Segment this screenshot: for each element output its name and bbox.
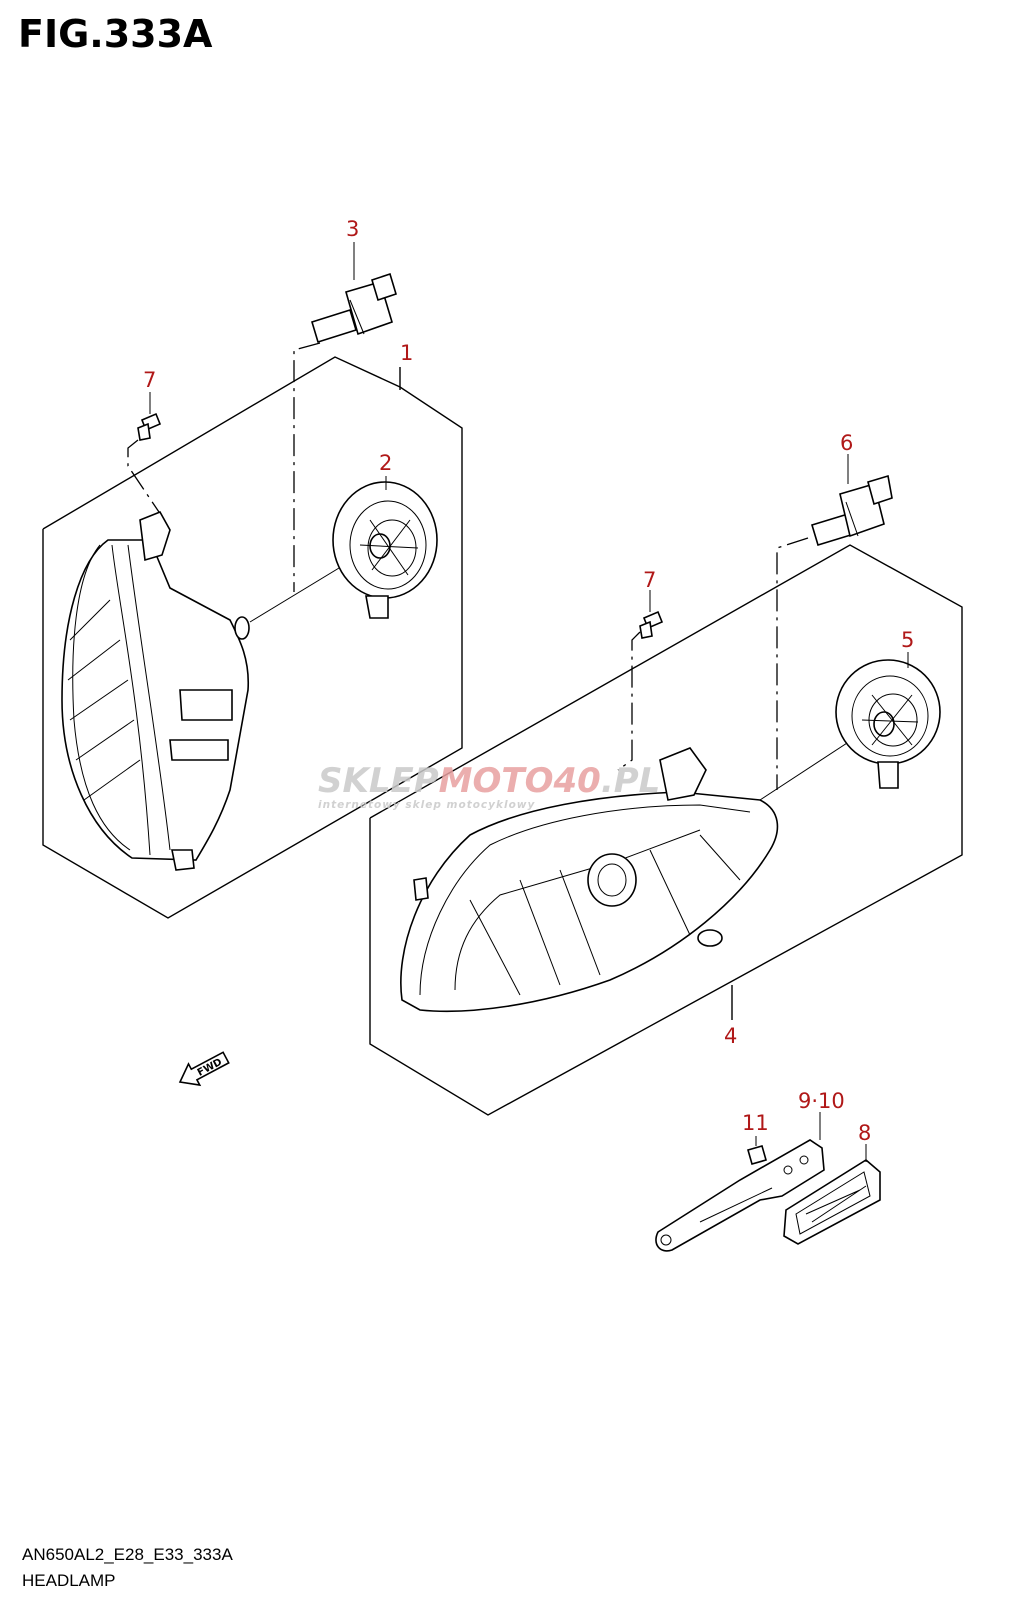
callout-7-upper: 7 <box>143 368 156 392</box>
callout-8: 8 <box>858 1121 871 1145</box>
callout-5: 5 <box>901 628 914 652</box>
watermark-tagline: internetowy sklep motocyklowy <box>318 799 535 811</box>
guide-line <box>776 537 809 790</box>
bracket <box>655 1139 825 1252</box>
figure-title: FIG.333A <box>18 12 213 56</box>
callout-6: 6 <box>840 431 853 455</box>
assembly-frame-right <box>369 544 963 1116</box>
socket-cover-lower <box>835 659 941 789</box>
screw-lower <box>639 610 664 639</box>
figure-name: HEADLAMP <box>22 1571 116 1590</box>
callout-2: 2 <box>379 451 392 475</box>
socket-cover-upper <box>332 481 438 619</box>
bulb-lower <box>811 474 893 547</box>
figure-footer: AN650AL2_E28_E33_333A HEADLAMP <box>22 1542 233 1594</box>
watermark: SKLEPMOTO40.PL internetowy sklep motocyk… <box>318 761 660 811</box>
callout-7-lower: 7 <box>643 568 656 592</box>
bulb-upper <box>311 272 397 344</box>
watermark-brand-d: .PL <box>601 761 661 801</box>
guide-line <box>127 439 164 519</box>
svg-text:SKLEPMOTO40.PL: SKLEPMOTO40.PL <box>318 761 660 801</box>
headlamp-right <box>400 747 779 1013</box>
callout-4: 4 <box>724 1024 737 1048</box>
watermark-brand-b: MOTO <box>439 761 554 801</box>
callout-3: 3 <box>346 217 359 241</box>
screw-upper <box>137 412 162 441</box>
watermark-brand-c: 40 <box>553 761 601 801</box>
headlamp-left <box>61 510 250 871</box>
figure-code: AN650AL2_E28_E33_333A <box>22 1545 233 1564</box>
leader-lines <box>149 242 909 668</box>
guide-line <box>617 631 641 771</box>
guide-line <box>293 342 321 592</box>
callout-1: 1 <box>400 341 413 365</box>
callout-9-10: 9·10 <box>798 1089 845 1113</box>
fwd-arrow-icon: FWD <box>178 1051 230 1087</box>
nut <box>747 1145 767 1165</box>
watermark-brand-a: SKLEP <box>318 761 439 801</box>
callout-11: 11 <box>742 1111 769 1135</box>
assembly-frame-left <box>42 356 463 919</box>
